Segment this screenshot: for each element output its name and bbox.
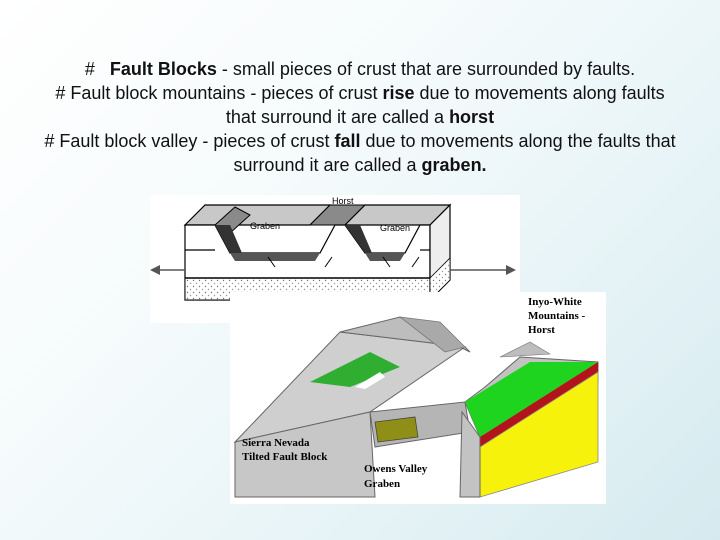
fault-block-valley-definition: # Fault block valley - pieces of crust f…: [40, 129, 680, 177]
sierra-owens-diagram: Inyo-White Mountains - Horst Sierra Neva…: [230, 292, 606, 504]
fault-block-mountains-definition: # Fault block mountains - pieces of crus…: [40, 81, 680, 129]
label-graben-right: Graben: [380, 223, 410, 233]
label-sierra-line2: Tilted Fault Block: [242, 451, 328, 463]
term-fault-blocks: Fault Blocks: [109, 59, 217, 79]
label-sierra-line1: Sierra Nevada: [242, 437, 310, 449]
label-owens-line1: Owens Valley: [364, 463, 428, 475]
label-horst: Horst: [332, 196, 354, 206]
slide-text: # Fault Blocks - small pieces of crust t…: [40, 57, 680, 177]
definition-text: due to movements along faults that surro…: [225, 83, 665, 127]
fault-blocks-definition: # Fault Blocks - small pieces of crust t…: [40, 57, 680, 81]
definition-text: - small pieces of crust that are surroun…: [216, 59, 636, 79]
bullet: #: [84, 59, 95, 79]
term-rise: rise: [382, 83, 415, 103]
label-graben-left: Graben: [250, 221, 280, 231]
term-horst: horst: [449, 107, 495, 127]
term-fall: fall: [334, 131, 361, 151]
definition-text: due to movements along the faults that s…: [233, 131, 676, 175]
label-owens-line2: Graben: [364, 478, 400, 490]
label-inyo-line3: Horst: [528, 324, 555, 336]
definition-text: # Fault block mountains - pieces of crus…: [55, 83, 383, 103]
label-inyo-line2: Mountains -: [528, 310, 585, 322]
definition-text: # Fault block valley - pieces of crust: [44, 131, 335, 151]
term-graben: graben.: [421, 155, 487, 175]
label-inyo-line1: Inyo-White: [528, 296, 582, 308]
